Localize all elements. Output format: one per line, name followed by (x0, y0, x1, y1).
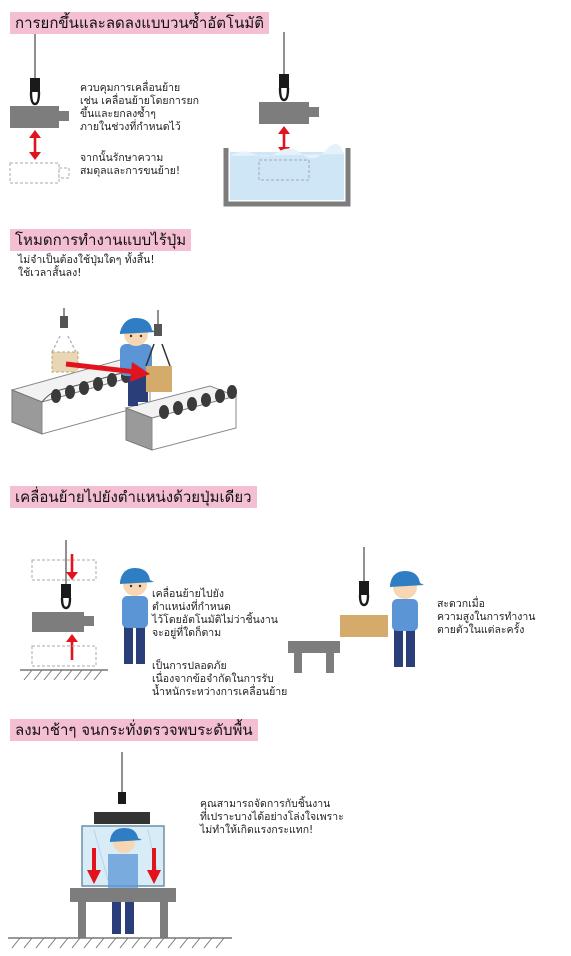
desc-line: คุณสามารถจัดการกับชิ้นงาน (200, 798, 331, 810)
auto-lift-description: ควบคุมการเคลื่อนย้าย เช่น เคลื่อนย้ายโดย… (80, 82, 199, 134)
right-line: ความสูงในการทำงาน (437, 611, 536, 623)
right-line: สะดวกเมื่อ (437, 598, 485, 610)
section-auto-lift-title: การยกขึ้นและลดลงแบบวนซ้ำอัตโนมัติ (10, 12, 269, 34)
conveyor-illustration (10, 308, 238, 451)
slow-descent-description: คุณสามารถจัดการกับชิ้นงาน ที่เปราะบางได้… (200, 798, 344, 837)
safety-description: เป็นการปลอดภัย เนื่องจากข้อจำกัดในการรับ… (152, 660, 287, 699)
safety-line: เป็นการปลอดภัย (152, 660, 227, 672)
desc-line: ไม่จำเป็นต้องใช้ปุ่มใดๆ ทั้งสิ้น! (18, 254, 155, 266)
desc-line: ภายในช่วงที่กำหนดไว้ (80, 121, 181, 133)
desc-line: ตำแหน่งที่กำหนด (152, 601, 231, 613)
desc-line: ไม่ทำให้เกิดแรงกระแทก! (200, 824, 314, 836)
hoist-water-tank-illustration (223, 32, 351, 207)
fixed-height-description: สะดวกเมื่อ ความสูงในการทำงาน ตายตัวในแต่… (437, 598, 536, 637)
note-line: จากนั้นรักษาความ (80, 152, 164, 164)
desc-line: ที่เปราะบางได้อย่างโล่งใจเพราะ (200, 811, 344, 823)
desc-line: เคลื่อนย้ายไปยัง (152, 588, 224, 600)
section-buttonless-title: โหมดการทำงานแบบไร้ปุ่ม (10, 229, 192, 251)
glass-panel-illustration (8, 752, 232, 949)
worker-figure (120, 568, 154, 664)
desc-line: ใช้เวลาสั้นลง! (18, 267, 82, 279)
desc-line: ไว้โดยอัตโนมัติไม่ว่าชิ้นงาน (152, 614, 278, 626)
safety-line: เนื่องจากข้อจำกัดในการรับ (152, 673, 274, 685)
hoist-illustration-left (9, 34, 70, 184)
fixed-height-illustration (288, 547, 424, 673)
one-button-description: เคลื่อนย้ายไปยัง ตำแหน่งที่กำหนด ไว้โดยอ… (152, 588, 278, 640)
desc-line: เช่น เคลื่อนย้ายโดยการยก (80, 95, 199, 107)
desc-line: ควบคุมการเคลื่อนย้าย (80, 82, 181, 94)
note-line: สมดุลและการขนย้าย! (80, 165, 181, 177)
section-slow-descent-title: ลงมาช้าๆ จนกระทั่งตรวจพบระดับพื้น (10, 719, 258, 741)
safety-line: น้ำหนักระหว่างการเคลื่อนย้าย (152, 686, 288, 698)
desc-line: จะอยู่ที่ใดก็ตาม (152, 627, 222, 639)
buttonless-description: ไม่จำเป็นต้องใช้ปุ่มใดๆ ทั้งสิ้น! ใช้เวล… (18, 254, 155, 280)
position-move-illustration (20, 540, 108, 681)
desc-line: ขึ้นและยกลงซ้ำๆ (80, 108, 156, 120)
section-one-button-title: เคลื่อนย้ายไปยังตำแหน่งด้วยปุ่มเดียว (10, 486, 257, 508)
auto-lift-note: จากนั้นรักษาความ สมดุลและการขนย้าย! (80, 152, 180, 178)
right-line: ตายตัวในแต่ละครั้ง (437, 624, 525, 636)
